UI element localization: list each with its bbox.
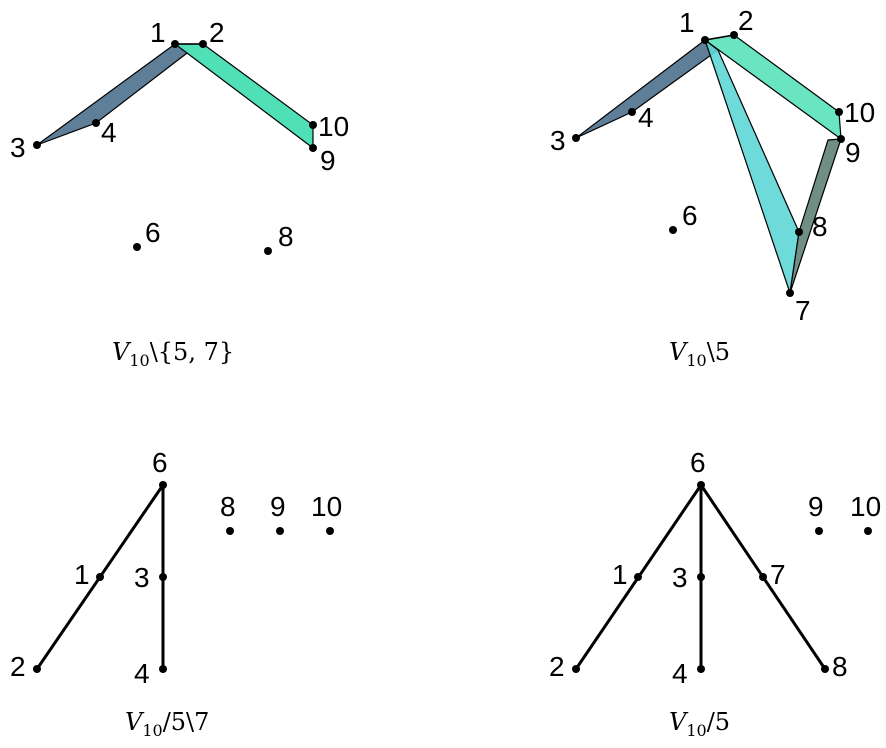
point-3	[159, 573, 167, 581]
point-1	[701, 36, 709, 44]
label-10: 10	[311, 491, 342, 522]
point-8	[264, 247, 272, 255]
point-10	[835, 108, 843, 116]
point-6	[133, 243, 141, 251]
label-4: 4	[672, 658, 688, 689]
label-9: 9	[845, 137, 861, 168]
label-10: 10	[850, 491, 881, 522]
label-9: 9	[808, 491, 824, 522]
label-1: 1	[612, 559, 628, 590]
point-10	[326, 527, 334, 535]
point-7	[786, 289, 794, 297]
label-7: 7	[795, 295, 811, 326]
panel-bottom-left: 6 1 2 3 4 8 9 10 V10/5\7	[10, 447, 342, 740]
point-1	[96, 573, 104, 581]
label-6: 6	[682, 200, 698, 231]
point-7	[759, 573, 767, 581]
point-10	[864, 527, 872, 535]
point-3	[572, 134, 580, 142]
point-1	[171, 40, 179, 48]
label-2: 2	[738, 5, 754, 36]
label-10: 10	[844, 97, 875, 128]
label-4: 4	[638, 102, 654, 133]
label-8: 8	[278, 221, 294, 252]
label-9: 9	[320, 145, 336, 176]
point-6	[697, 481, 705, 489]
point-2	[730, 31, 738, 39]
label-4: 4	[101, 117, 117, 148]
point-4	[159, 665, 167, 673]
label-1: 1	[74, 559, 90, 590]
point-10	[309, 121, 317, 129]
point-4	[92, 119, 100, 127]
label-8: 8	[832, 651, 848, 682]
point-1	[634, 573, 642, 581]
label-3: 3	[134, 562, 150, 593]
segment-1-2	[704, 34, 735, 41]
panel-bottom-right: 6 1 2 3 4 7 8 9 10 V10/5	[549, 447, 881, 740]
point-2	[33, 665, 41, 673]
point-3	[33, 141, 41, 149]
label-8: 8	[220, 491, 236, 522]
caption-top-right: V10\5	[669, 338, 730, 370]
label-2: 2	[549, 651, 565, 682]
point-6	[669, 226, 677, 234]
label-3: 3	[550, 125, 566, 156]
point-9	[837, 135, 845, 143]
label-9: 9	[270, 491, 286, 522]
label-3: 3	[672, 562, 688, 593]
label-2: 2	[209, 17, 225, 48]
region-2-9-10	[173, 43, 314, 150]
label-2: 2	[10, 651, 26, 682]
point-8	[226, 527, 234, 535]
caption-bottom-right: V10/5	[669, 708, 730, 740]
point-9	[309, 144, 317, 152]
point-9	[815, 527, 823, 535]
panel-top-right: 1 2 3 4 6 7 8 9 10 V10\5	[550, 5, 875, 370]
point-2	[199, 40, 207, 48]
label-6: 6	[145, 217, 161, 248]
point-9	[276, 527, 284, 535]
point-6	[159, 481, 167, 489]
point-8	[795, 228, 803, 236]
label-4: 4	[134, 658, 150, 689]
caption-bottom-left: V10/5\7	[125, 708, 209, 740]
label-3: 3	[10, 132, 26, 163]
panel-top-left: 1 2 3 4 6 8 9 10 V10\{5, 7}	[10, 17, 349, 370]
label-10: 10	[318, 111, 349, 142]
label-8: 8	[812, 211, 828, 242]
label-6: 6	[690, 447, 706, 478]
point-8	[821, 665, 829, 673]
label-1: 1	[679, 7, 695, 38]
point-3	[697, 573, 705, 581]
point-4	[697, 665, 705, 673]
label-1: 1	[150, 17, 166, 48]
point-4	[628, 108, 636, 116]
label-6: 6	[152, 447, 168, 478]
label-7: 7	[770, 559, 786, 590]
point-2	[572, 665, 580, 673]
caption-top-left: V10\{5, 7}	[112, 338, 234, 370]
